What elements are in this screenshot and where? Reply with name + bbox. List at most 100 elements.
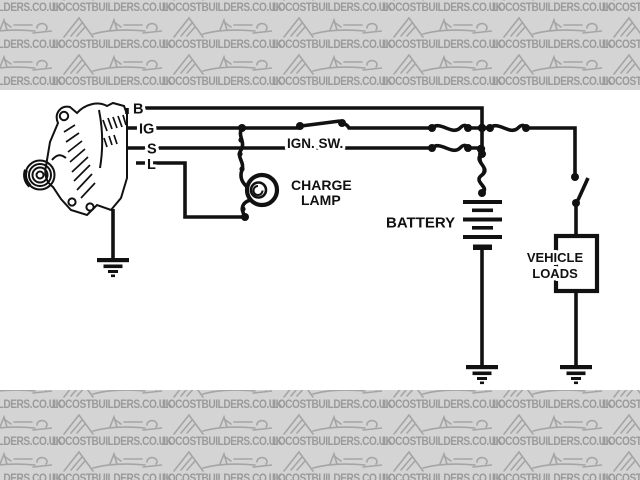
watermark-lockup: LOCOSTBUILDERS.CO.UK <box>602 53 640 90</box>
watermark-lockup: LOCOSTBUILDERS.CO.UK <box>162 390 283 413</box>
watermark-lockup: LOCOSTBUILDERS.CO.UK <box>382 450 503 480</box>
wires <box>125 106 578 365</box>
locost-car-logo-icon <box>613 54 640 75</box>
watermark-text: LOCOSTBUILDERS.CO.UK <box>382 399 503 411</box>
watermark-lockup: LOCOSTBUILDERS.CO.UK <box>162 53 283 90</box>
watermark-lockup: LOCOSTBUILDERS.CO.UK <box>272 413 393 450</box>
charge-lamp-label-line1: CHARGE <box>291 177 352 193</box>
locost-car-logo-icon <box>613 0 640 1</box>
battery-symbol <box>463 200 502 250</box>
watermark-lockup: LOCOSTBUILDERS.CO.UK <box>52 0 173 16</box>
watermark-text: LOCOSTBUILDERS.CO.UK <box>492 399 613 411</box>
watermark-text: LOCOSTBUILDERS.CO.UK <box>0 2 63 14</box>
alternator-illustration <box>23 101 128 217</box>
watermark-text: LOCOSTBUILDERS.CO.UK <box>52 399 173 411</box>
watermark-text: LOCOSTBUILDERS.CO.UK <box>272 76 393 88</box>
locost-car-logo-icon <box>503 451 602 472</box>
charge-lamp-icon <box>244 172 280 208</box>
watermark-text: LOCOSTBUILDERS.CO.UK <box>602 76 640 88</box>
locost-car-logo-icon <box>283 451 382 472</box>
watermark-lockup: LOCOSTBUILDERS.CO.UK <box>272 390 393 413</box>
locost-car-logo-icon <box>283 17 382 38</box>
watermark-text: LOCOSTBUILDERS.CO.UK <box>162 473 283 480</box>
locost-car-logo-icon <box>63 17 162 38</box>
locost-car-logo-icon <box>393 54 492 75</box>
watermark-lockup: LOCOSTBUILDERS.CO.UK <box>0 450 63 480</box>
battery-label: BATTERY <box>386 215 455 232</box>
watermark-text: LOCOSTBUILDERS.CO.UK <box>162 39 283 51</box>
watermark-text: LOCOSTBUILDERS.CO.UK <box>492 473 613 480</box>
locost-car-logo-icon <box>503 17 602 38</box>
locost-car-logo-icon <box>63 54 162 75</box>
watermark-lockup: LOCOSTBUILDERS.CO.UK <box>52 390 173 413</box>
watermark-band-top: LOCOSTBUILDERS.CO.UKLOCOSTBUILDERS.CO.UK… <box>0 0 640 90</box>
lamp-wire-beads <box>237 137 246 212</box>
watermark-lockup: LOCOSTBUILDERS.CO.UK <box>382 390 503 413</box>
watermark-text: LOCOSTBUILDERS.CO.UK <box>52 39 173 51</box>
locost-car-logo-icon <box>0 451 52 472</box>
locost-car-logo-icon <box>613 17 640 38</box>
watermark-text: LOCOSTBUILDERS.CO.UK <box>272 436 393 448</box>
locost-car-logo-icon <box>0 54 52 75</box>
locost-car-logo-icon <box>503 414 602 435</box>
watermark-text: LOCOSTBUILDERS.CO.UK <box>162 436 283 448</box>
locost-car-logo-icon <box>503 0 602 1</box>
watermark-lockup: LOCOSTBUILDERS.CO.UK <box>492 0 613 16</box>
watermark-text: LOCOSTBUILDERS.CO.UK <box>492 2 613 14</box>
vehicle-loads-label-line2: LOADS <box>532 266 578 281</box>
watermark-lockup: LOCOSTBUILDERS.CO.UK <box>492 53 613 90</box>
watermark-text: LOCOSTBUILDERS.CO.UK <box>382 2 503 14</box>
watermark-text: LOCOSTBUILDERS.CO.UK <box>52 436 173 448</box>
watermark-lockup: LOCOSTBUILDERS.CO.UK <box>272 450 393 480</box>
watermark-lockup: LOCOSTBUILDERS.CO.UK <box>602 390 640 413</box>
watermark-lockup: LOCOSTBUILDERS.CO.UK <box>382 53 503 90</box>
watermark-lockup: LOCOSTBUILDERS.CO.UK <box>382 413 503 450</box>
ignition-switch-icon <box>296 119 346 130</box>
locost-car-logo-icon <box>0 17 52 38</box>
locost-car-logo-icon <box>613 390 640 398</box>
locost-car-logo-icon <box>173 414 272 435</box>
locost-car-logo-icon <box>613 451 640 472</box>
watermark-lockup: LOCOSTBUILDERS.CO.UK <box>602 413 640 450</box>
watermark-text: LOCOSTBUILDERS.CO.UK <box>0 473 63 480</box>
locost-car-logo-icon <box>63 451 162 472</box>
locost-car-logo-icon <box>173 451 272 472</box>
watermark-lockup: LOCOSTBUILDERS.CO.UK <box>492 390 613 413</box>
locost-car-logo-icon <box>283 54 382 75</box>
watermark-text: LOCOSTBUILDERS.CO.UK <box>382 39 503 51</box>
watermark-text: LOCOSTBUILDERS.CO.UK <box>382 76 503 88</box>
watermark-text: LOCOSTBUILDERS.CO.UK <box>492 436 613 448</box>
charge-lamp-label-line2: LAMP <box>301 192 341 208</box>
watermark-lockup: LOCOSTBUILDERS.CO.UK <box>52 450 173 480</box>
watermark-lockup: LOCOSTBUILDERS.CO.UK <box>492 413 613 450</box>
vehicle-loads-label-line1: VEHICLE <box>527 250 584 265</box>
watermark-text: LOCOSTBUILDERS.CO.UK <box>382 473 503 480</box>
alternator-ground-icon <box>97 258 129 278</box>
locost-car-logo-icon <box>173 17 272 38</box>
watermark-lockup: LOCOSTBUILDERS.CO.UK <box>602 16 640 53</box>
watermark-text: LOCOSTBUILDERS.CO.UK <box>52 76 173 88</box>
locost-car-logo-icon <box>393 451 492 472</box>
watermark-text: LOCOSTBUILDERS.CO.UK <box>272 2 393 14</box>
watermark-text: LOCOSTBUILDERS.CO.UK <box>0 436 63 448</box>
watermark-lockup: LOCOSTBUILDERS.CO.UK <box>0 413 63 450</box>
watermark-text: LOCOSTBUILDERS.CO.UK <box>492 39 613 51</box>
watermark-lockup: LOCOSTBUILDERS.CO.UK <box>272 16 393 53</box>
locost-car-logo-icon <box>503 54 602 75</box>
locost-car-logo-icon <box>0 414 52 435</box>
locost-car-logo-icon <box>393 414 492 435</box>
watermark-lockup: LOCOSTBUILDERS.CO.UK <box>0 390 63 413</box>
watermark-text: LOCOSTBUILDERS.CO.UK <box>52 473 173 480</box>
watermark-text: LOCOSTBUILDERS.CO.UK <box>0 399 63 411</box>
watermark-lockup: LOCOSTBUILDERS.CO.UK <box>272 0 393 16</box>
watermark-text: LOCOSTBUILDERS.CO.UK <box>162 399 283 411</box>
locost-car-logo-icon <box>63 390 162 398</box>
terminal-label-ig: IG <box>139 122 154 138</box>
watermark-text: LOCOSTBUILDERS.CO.UK <box>382 436 503 448</box>
watermark-text: LOCOSTBUILDERS.CO.UK <box>272 473 393 480</box>
locost-car-logo-icon <box>283 390 382 398</box>
watermark-lockup: LOCOSTBUILDERS.CO.UK <box>0 16 63 53</box>
watermark-band-bottom: LOCOSTBUILDERS.CO.UKLOCOSTBUILDERS.CO.UK… <box>0 390 640 480</box>
watermark-text: LOCOSTBUILDERS.CO.UK <box>0 39 63 51</box>
